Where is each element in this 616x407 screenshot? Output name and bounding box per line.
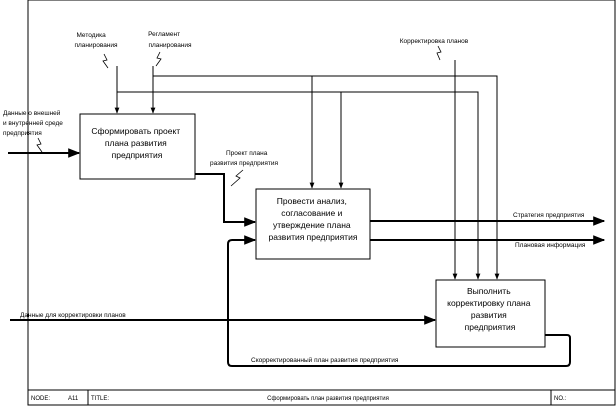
footer-frame (27, 389, 616, 406)
arrow-project-plan (195, 173, 257, 227)
label-correction-data: Данные для корректировки планов (20, 312, 126, 319)
footer-node-value: A11 (68, 396, 79, 402)
footer-bar: NODE: A11 TITLE: Сформировать план разви… (27, 389, 616, 406)
leader-regulation (155, 51, 162, 67)
label-methodology: Методика планирования (74, 32, 118, 49)
leader-method (102, 53, 109, 69)
footer-node-label: NODE: (31, 396, 50, 402)
control-branch-regulation-a3 (312, 75, 500, 280)
activity-a2-text: Провести анализ, согласование и утвержде… (269, 196, 358, 242)
leader-environment (36, 137, 43, 153)
label-strategy: Стратегия предприятия (513, 212, 585, 219)
activity-box-a2[interactable] (255, 188, 371, 260)
footer-no-label: NO.: (554, 396, 567, 402)
activity-box-a3[interactable] (435, 279, 546, 348)
label-corrections: Корректировка планов (400, 38, 469, 45)
activity-a1-text: Сформировать проект плана развития предп… (91, 126, 182, 160)
footer-title-label: TITLE: (91, 396, 109, 402)
arrows-layer (8, 60, 606, 367)
footer-title-value: Сформировать план развития предприятия (267, 396, 389, 402)
feedback-arrow-corrected-plan (227, 235, 571, 367)
label-planned-info: Плановая информация (515, 242, 586, 249)
label-regulation: Регламент планирования (148, 31, 192, 49)
label-corrected-plan: Скорректированный план развития предприя… (251, 356, 399, 364)
leader-project (230, 169, 244, 187)
activity-a3-text: Выполнить корректировку плана развития п… (447, 286, 533, 332)
label-environment-data: Данные о внешней и внутренней среде пред… (3, 109, 65, 137)
control-branch-method-a3 (341, 91, 481, 280)
leader-corrections (436, 45, 442, 61)
activity-box-a1[interactable] (79, 113, 196, 180)
label-leaders (36, 45, 442, 187)
label-project-plan: Проект плана развития предприятия (210, 150, 278, 167)
